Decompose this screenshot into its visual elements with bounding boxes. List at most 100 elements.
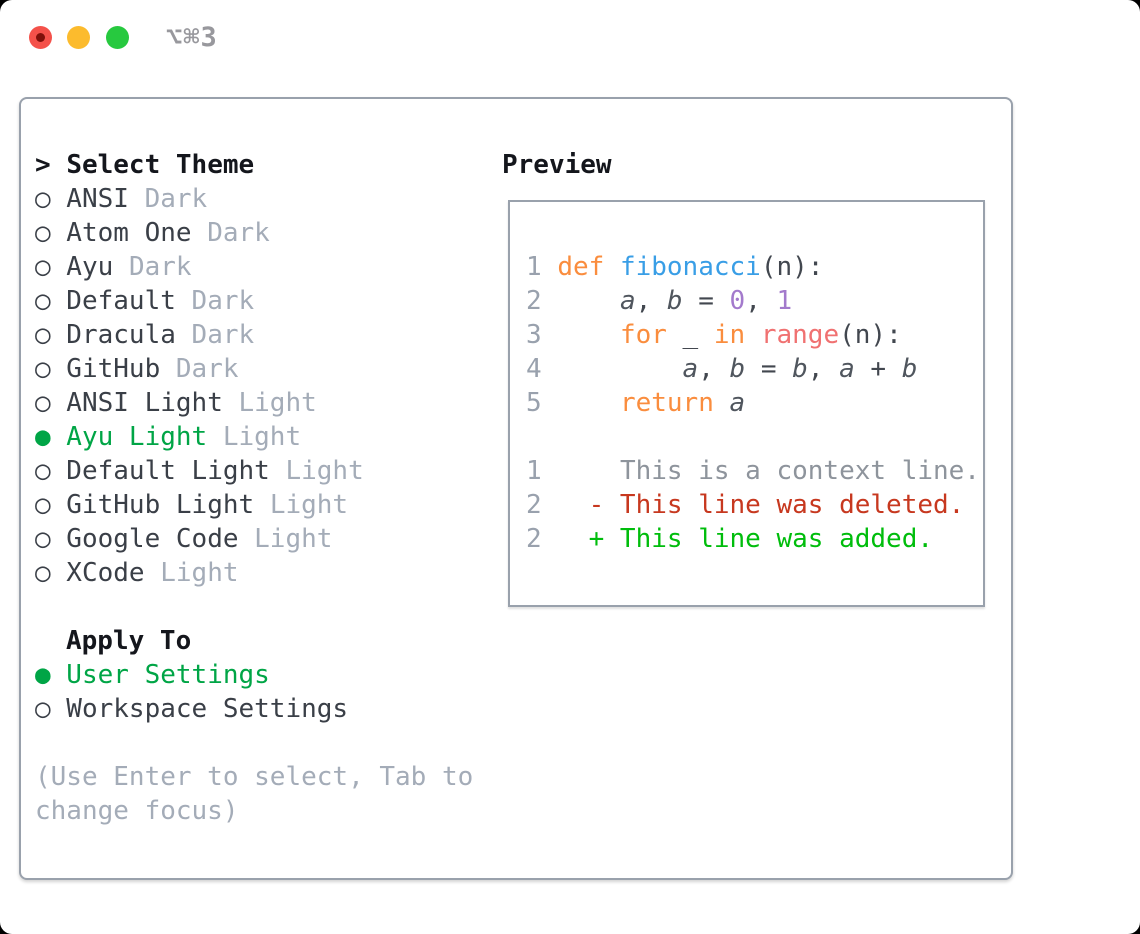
apply-option-label: Workspace Settings bbox=[50, 694, 349, 724]
token-pu bbox=[557, 286, 620, 316]
theme-picker-header: > Select Theme bbox=[35, 148, 485, 182]
code-line: 2 a, b = 0, 1 bbox=[526, 284, 983, 318]
theme-name: XCode bbox=[50, 558, 161, 588]
theme-variant: Dark bbox=[207, 218, 270, 248]
main-panel: > Select Theme ○ ANSI Dark○ Atom One Dar… bbox=[19, 97, 1013, 880]
apply-option-user-settings[interactable]: ● User Settings bbox=[35, 658, 485, 692]
window-titlebar: ⌥⌘3 bbox=[0, 0, 1140, 74]
radio-selected-icon: ● bbox=[35, 422, 51, 452]
radio-unselected-icon: ○ bbox=[35, 456, 51, 486]
token-fn: fibonacci bbox=[619, 252, 761, 282]
radio-unselected-icon: ○ bbox=[35, 694, 51, 724]
token-ln: 2 bbox=[526, 286, 558, 316]
radio-unselected-icon: ○ bbox=[35, 524, 51, 554]
theme-name: ANSI bbox=[50, 184, 145, 214]
theme-option-default[interactable]: ○ Default Dark bbox=[35, 284, 485, 318]
token-ln: 3 bbox=[526, 320, 558, 350]
code-line: 2 + This line was added. bbox=[526, 522, 983, 556]
apply-to-list: ● User Settings○ Workspace Settings bbox=[35, 658, 485, 726]
code-line: 3 for _ in range(n): bbox=[526, 318, 983, 352]
radio-unselected-icon: ○ bbox=[35, 252, 51, 282]
apply-option-workspace-settings[interactable]: ○ Workspace Settings bbox=[35, 692, 485, 726]
theme-option-ansi[interactable]: ○ ANSI Dark bbox=[35, 182, 485, 216]
preview-title: Preview bbox=[502, 150, 612, 180]
theme-option-dracula[interactable]: ○ Dracula Dark bbox=[35, 318, 485, 352]
code-line: 2 - This line was deleted. bbox=[526, 488, 983, 522]
radio-unselected-icon: ○ bbox=[35, 218, 51, 248]
token-pu bbox=[714, 388, 730, 418]
token-pu bbox=[542, 456, 620, 486]
theme-name: Atom One bbox=[50, 218, 208, 248]
radio-unselected-icon: ○ bbox=[35, 184, 51, 214]
token-pu bbox=[557, 354, 682, 384]
apply-to-title: Apply To bbox=[66, 626, 192, 656]
token-kw: def bbox=[557, 252, 605, 282]
theme-option-ayu-light[interactable]: ● Ayu Light Light bbox=[35, 420, 485, 454]
prompt-caret-icon: > bbox=[35, 150, 51, 180]
unsaved-dot-icon bbox=[36, 33, 45, 42]
theme-variant: Light bbox=[238, 388, 317, 418]
theme-name: Default bbox=[50, 286, 192, 316]
theme-option-ayu[interactable]: ○ Ayu Dark bbox=[35, 250, 485, 284]
theme-option-google-code[interactable]: ○ Google Code Light bbox=[35, 522, 485, 556]
token-va: a bbox=[729, 388, 746, 418]
theme-option-xcode[interactable]: ○ XCode Light bbox=[35, 556, 485, 590]
theme-variant: Light bbox=[269, 490, 349, 520]
close-button[interactable] bbox=[29, 26, 52, 49]
token-ln: 1 bbox=[526, 456, 542, 486]
token-pu bbox=[745, 320, 761, 350]
token-pu: , bbox=[635, 286, 667, 316]
token-nu: 1 bbox=[776, 286, 793, 316]
token-pu: + bbox=[854, 354, 902, 384]
theme-variant: Dark bbox=[191, 320, 255, 350]
token-kw: return bbox=[619, 388, 714, 418]
token-pu bbox=[542, 490, 589, 520]
theme-variant: Dark bbox=[175, 354, 239, 384]
theme-variant: Light bbox=[254, 524, 333, 554]
zoom-button[interactable] bbox=[106, 26, 129, 49]
token-va: b bbox=[901, 354, 918, 384]
theme-option-default-light[interactable]: ○ Default Light Light bbox=[35, 454, 485, 488]
radio-unselected-icon: ○ bbox=[35, 286, 51, 316]
theme-name: GitHub Light bbox=[50, 490, 270, 520]
minimize-button[interactable] bbox=[67, 26, 90, 49]
radio-selected-icon: ● bbox=[35, 660, 51, 690]
theme-option-github[interactable]: ○ GitHub Dark bbox=[35, 352, 485, 386]
token-va: b bbox=[666, 286, 683, 316]
radio-unselected-icon: ○ bbox=[35, 354, 51, 384]
token-ln: 2 bbox=[526, 524, 542, 554]
token-kw: for bbox=[619, 320, 667, 350]
theme-variant: Dark bbox=[144, 184, 208, 214]
token-kw: in bbox=[713, 320, 746, 350]
token-pu: = bbox=[745, 354, 793, 384]
radio-unselected-icon: ○ bbox=[35, 320, 51, 350]
token-pu: , bbox=[807, 354, 840, 384]
token-pu bbox=[604, 252, 620, 282]
token-va: a bbox=[682, 354, 699, 384]
theme-variant: Dark bbox=[191, 286, 255, 316]
token-va: b bbox=[792, 354, 808, 384]
token-pu bbox=[557, 320, 620, 350]
token-ln: 4 bbox=[526, 354, 558, 384]
theme-option-atom-one[interactable]: ○ Atom One Dark bbox=[35, 216, 485, 250]
radio-unselected-icon: ○ bbox=[35, 490, 51, 520]
theme-picker-title: Select Theme bbox=[66, 150, 255, 180]
code-line: 1 def fibonacci(n): bbox=[526, 250, 983, 284]
theme-name: Ayu Light bbox=[50, 422, 223, 452]
code-line: 5 return a bbox=[526, 386, 983, 420]
theme-picker: > Select Theme ○ ANSI Dark○ Atom One Dar… bbox=[35, 148, 485, 828]
theme-variant: Dark bbox=[128, 252, 192, 282]
token-pu: , bbox=[745, 286, 777, 316]
hint-text-line1: (Use Enter to select, Tab to bbox=[35, 762, 474, 792]
theme-option-ansi-light[interactable]: ○ ANSI Light Light bbox=[35, 386, 485, 420]
theme-name: GitHub bbox=[50, 354, 176, 384]
token-bi: range bbox=[760, 320, 840, 350]
radio-unselected-icon: ○ bbox=[35, 558, 51, 588]
token-pu: , bbox=[698, 354, 730, 384]
code-line: 1 This is a context line. bbox=[526, 454, 983, 488]
radio-unselected-icon: ○ bbox=[35, 388, 51, 418]
theme-option-github-light[interactable]: ○ GitHub Light Light bbox=[35, 488, 485, 522]
